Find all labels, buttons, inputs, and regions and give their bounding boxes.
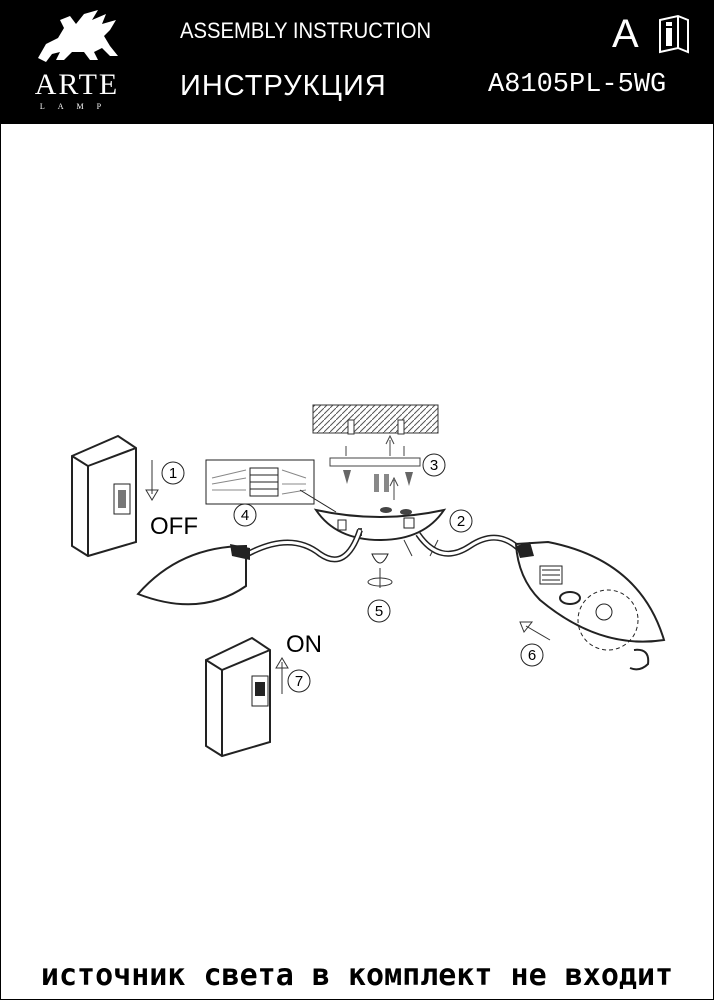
svg-text:7: 7: [295, 673, 303, 690]
left-shade: [136, 544, 250, 606]
canopy-cap: [367, 553, 393, 588]
footer-notice: источник света в комплект не входит: [40, 958, 674, 993]
brand-subtitle: LAMP: [39, 102, 115, 111]
wall-switch-off: [71, 434, 137, 558]
info-book-icon: [659, 14, 689, 54]
ceiling-block: [312, 404, 439, 435]
wall-switch-on: [205, 636, 271, 758]
right-shade: [514, 540, 666, 671]
svg-text:1: 1: [169, 465, 177, 482]
assembly-diagram: 1 OFF 4 3 2: [71, 404, 666, 758]
left-arm: [242, 529, 363, 563]
mounting-bracket: [329, 434, 421, 500]
step-7-marker: 7: [287, 669, 311, 693]
switch-off-label: OFF: [150, 513, 198, 540]
step-4-marker: 4: [233, 503, 257, 527]
model-number: A8105PL-5WG: [488, 70, 667, 100]
step-1-arrow: [145, 460, 159, 501]
griffin-icon: [38, 10, 118, 62]
title-russian: ИНСТРУКЦИЯ: [180, 70, 387, 102]
right-arm: [415, 532, 527, 557]
svg-text:5: 5: [375, 603, 383, 620]
brand-logo: ARTE LAMP: [18, 6, 136, 118]
brand-name: ARTE: [34, 68, 120, 101]
step-2-marker: 2: [449, 509, 473, 533]
svg-text:3: 3: [430, 457, 438, 474]
svg-text:6: 6: [528, 647, 536, 664]
language-letter: A: [612, 12, 639, 56]
switch-on-label: ON: [286, 631, 322, 658]
step-1-marker: 1: [161, 461, 185, 485]
step-6-marker: 6: [520, 643, 544, 667]
step-3-marker: 3: [422, 453, 446, 477]
step-5-marker: 5: [367, 599, 391, 623]
step-6-arrow: [519, 621, 551, 641]
step-7-arrow: [275, 657, 289, 694]
svg-text:2: 2: [457, 513, 465, 530]
title-english: ASSEMBLY INSTRUCTION: [180, 18, 432, 43]
header-bar: ARTE LAMP ASSEMBLY INSTRUCTION ИНСТРУКЦИ…: [0, 0, 714, 124]
terminal-block: [205, 459, 337, 513]
svg-text:4: 4: [241, 507, 249, 524]
